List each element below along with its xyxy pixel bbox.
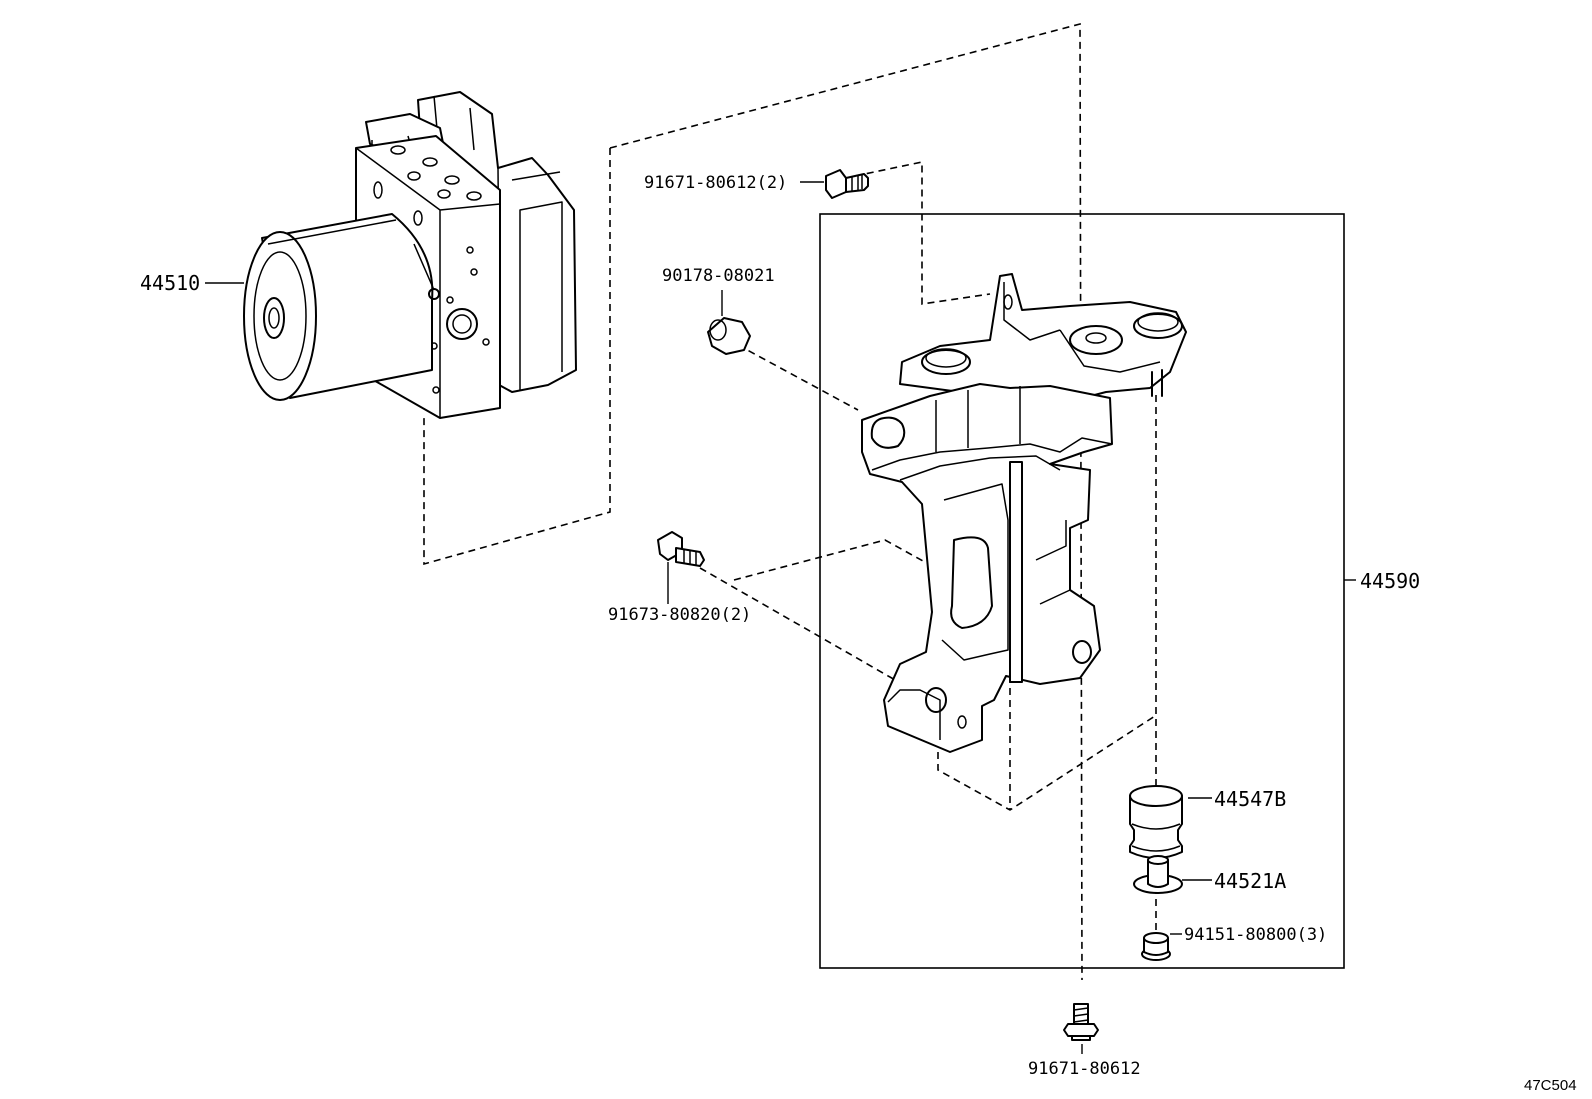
collar-drawing bbox=[1133, 855, 1183, 894]
part-label-91671-80612-bottom: 91671-80612 bbox=[1028, 1059, 1141, 1079]
leader-lines bbox=[205, 181, 1356, 1054]
part-label-90178-08021: 90178-08021 bbox=[662, 266, 775, 286]
part-label-44547b: 44547B bbox=[1214, 787, 1286, 811]
nut-drawing bbox=[707, 317, 751, 355]
part-label-44521a: 44521A bbox=[1214, 869, 1286, 893]
rubber-mount-drawing bbox=[1129, 785, 1183, 859]
lower-bolt-drawing bbox=[657, 531, 705, 567]
part-label-91671-80612-top: 91671-80612(2) bbox=[644, 173, 787, 193]
part-label-91673-80820: 91673-80820(2) bbox=[608, 605, 751, 625]
bottom-flange-bolt-drawing bbox=[1063, 1003, 1099, 1041]
drawing-code: 47C504 bbox=[1524, 1077, 1577, 1094]
bracket-drawing bbox=[861, 273, 1187, 753]
abs-actuator-drawing bbox=[243, 91, 577, 419]
part-label-44510: 44510 bbox=[140, 271, 200, 295]
part-label-44590: 44590 bbox=[1360, 569, 1420, 593]
part-label-94151-80800: 94151-80800(3) bbox=[1184, 925, 1327, 945]
top-flange-bolt-drawing bbox=[825, 169, 869, 199]
assembly-frame bbox=[819, 213, 1345, 969]
flange-nut-drawing bbox=[1141, 932, 1171, 961]
